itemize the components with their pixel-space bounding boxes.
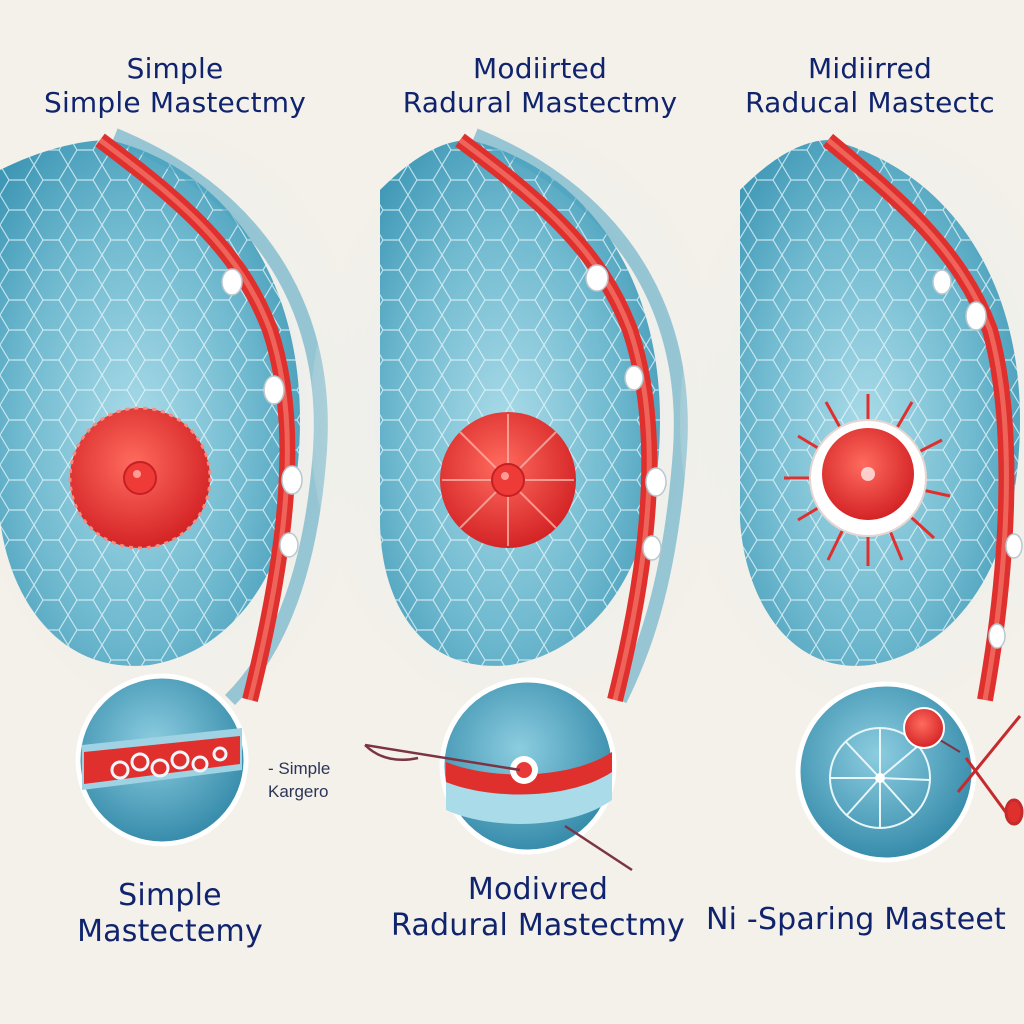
panel3-caption-line1: Ni -Sparing Masteet: [706, 902, 1007, 937]
panel1-side-label: - Simple Kargero: [268, 758, 378, 804]
panel3-title-line2: Raducal Mastectc: [745, 85, 995, 119]
panel1-title-line1: Simple: [126, 52, 224, 85]
panel3-title-line1: Midiirred: [808, 52, 932, 85]
lymph-node-icon: [585, 264, 667, 561]
panel2-title-line1: Modiirted: [473, 52, 607, 85]
panel-nipple-sparing: [680, 130, 1024, 863]
panel1-title-line2: Simple Mastectmy: [43, 85, 307, 119]
inset-nipple-sparing: [795, 681, 977, 863]
scissors-icon: [956, 715, 1024, 826]
panel-simple: [0, 128, 370, 847]
panel2-caption-line1: Modivred: [467, 872, 609, 907]
panel-modified-radical: [310, 128, 730, 872]
lymph-node-icon: [932, 269, 1023, 649]
panel2-title-line2: Radural Mastectmy: [402, 85, 678, 119]
panel1-side-label-line2: Kargero: [268, 781, 329, 801]
panel1-title: Simple Simple Mastectmy: [10, 52, 340, 119]
panel1-side-label-line1: - Simple: [268, 759, 331, 778]
panel2-caption-line2: Radural Mastectmy: [391, 908, 685, 943]
tumor-icon: [784, 394, 951, 566]
panel2-title: Modiirted Radural Mastectmy: [370, 52, 710, 119]
inset-modified: [439, 677, 617, 855]
tumor-icon: [68, 406, 212, 550]
panel1-caption-line2: Mastectemy: [77, 914, 263, 949]
panel3-caption: Ni -Sparing Masteet: [706, 902, 1024, 938]
needle-icon: [364, 743, 633, 872]
panel1-caption-line1: Simple: [118, 878, 222, 913]
lymph-node-icon: [221, 268, 303, 558]
panel2-caption: Modivred Radural Mastectmy: [378, 872, 698, 944]
inset-simple: [75, 673, 249, 847]
panel3-title: Midiirred Raducal Mastectc: [720, 52, 1020, 119]
panel1-caption: Simple Mastectemy: [20, 878, 320, 950]
tumor-icon: [440, 412, 576, 548]
